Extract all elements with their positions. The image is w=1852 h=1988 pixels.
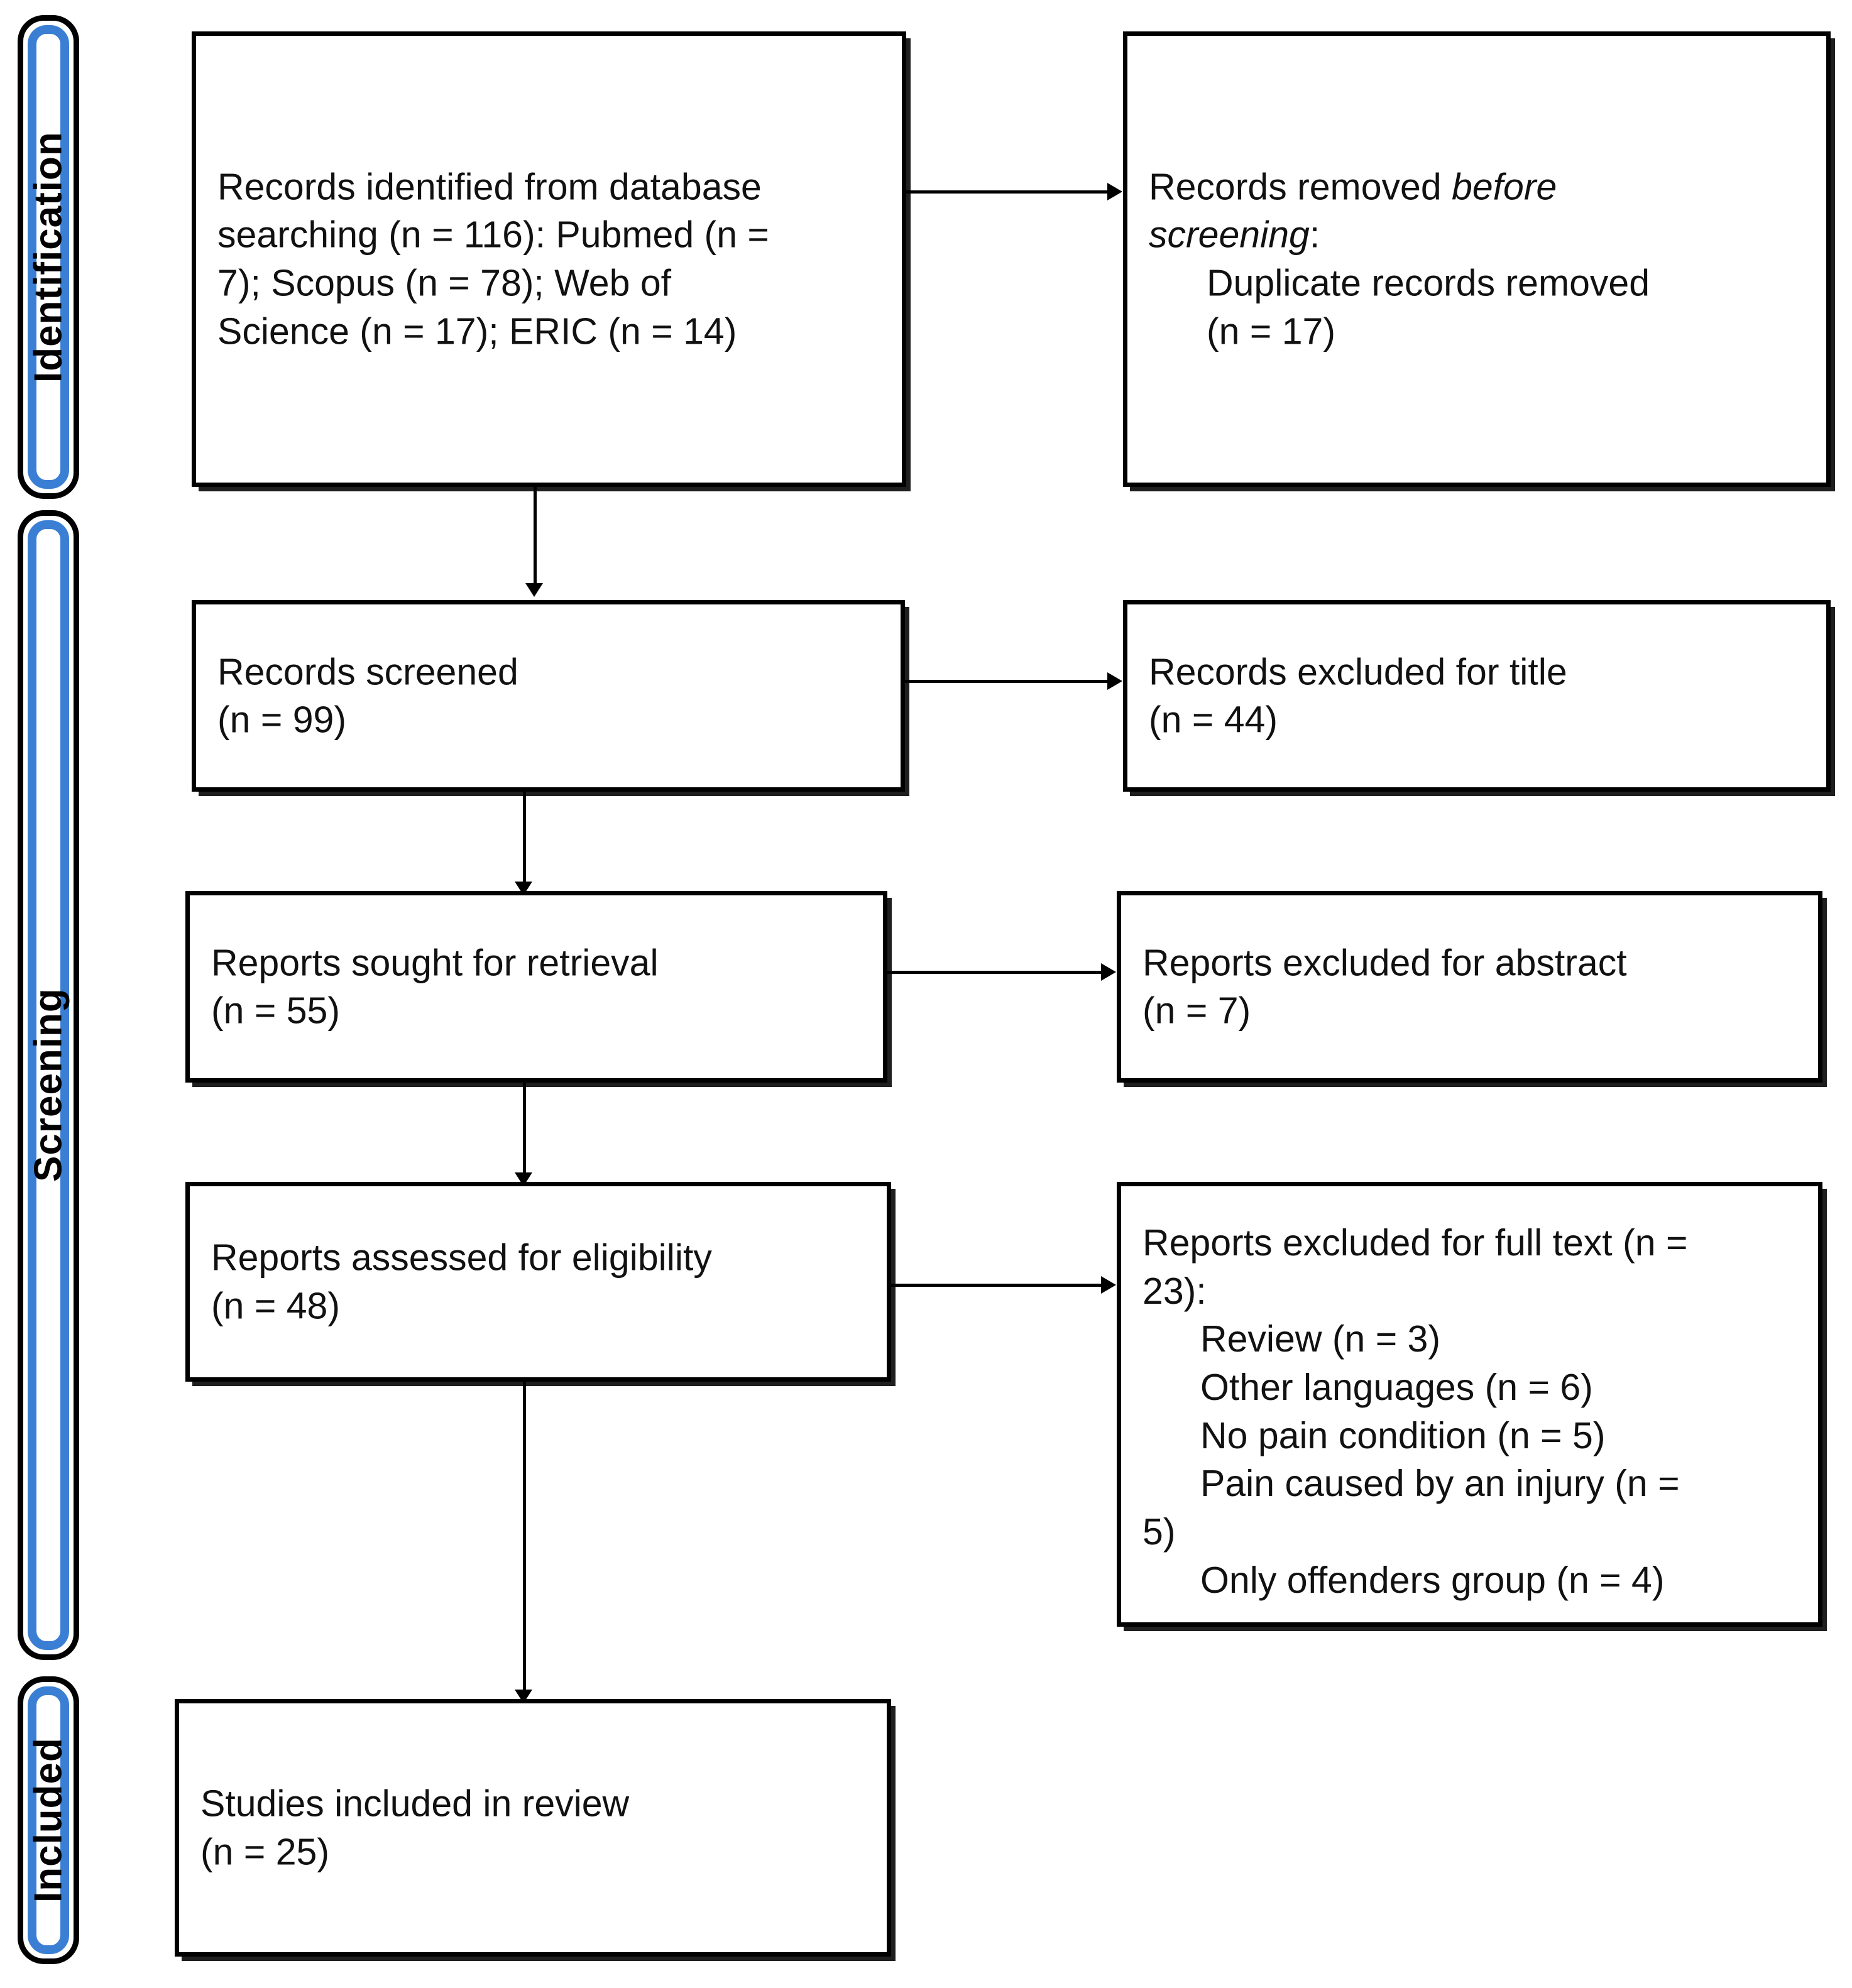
- arrowhead-screened-to-excluded-title: [1107, 672, 1122, 690]
- emphasis-before: before: [1452, 166, 1557, 208]
- phase-tab-identification-inner: [28, 25, 69, 489]
- exclusion-reason-pain-by-injury: Pain caused by an injury (n =: [1200, 1463, 1680, 1505]
- box-records-removed-text: Records removed before screening: Duplic…: [1149, 166, 1650, 352]
- connector-assessed-to-included: [523, 1382, 526, 1693]
- box-reports-sought-text: Reports sought for retrieval (n = 55): [211, 941, 659, 1032]
- connector-assessed-to-excluded-fulltext: [891, 1284, 1102, 1287]
- box-reports-excluded-abstract-text: Reports excluded for abstract (n = 7): [1142, 941, 1627, 1032]
- box-reports-assessed-eligibility: Reports assessed for eligibility (n = 48…: [185, 1182, 891, 1382]
- phase-tab-identification: Identification: [18, 15, 79, 499]
- box-reports-excluded-fulltext-text: Reports excluded for full text (n = 23):…: [1142, 1219, 1807, 1605]
- arrowhead-identified-to-removed: [1107, 183, 1122, 200]
- exclusion-reason-review: Review (n = 3): [1200, 1318, 1441, 1360]
- connector-sought-to-assessed: [523, 1083, 526, 1176]
- box-reports-excluded-fulltext: Reports excluded for full text (n = 23):…: [1117, 1182, 1822, 1627]
- exclusion-reason-other-languages: Other languages (n = 6): [1200, 1367, 1593, 1409]
- connector-identified-to-screened: [534, 487, 537, 586]
- exclusion-reason-no-pain-condition: No pain condition (n = 5): [1200, 1414, 1606, 1456]
- box-records-identified: Records identified from database searchi…: [192, 31, 906, 487]
- phase-tab-screening-inner: [28, 520, 69, 1650]
- exclusion-reason-pain-by-injury-cont: 5): [1142, 1511, 1176, 1553]
- phase-tab-included-inner: [28, 1686, 69, 1954]
- phase-tab-screening: Screening: [18, 510, 79, 1660]
- box-records-removed-before-screening: Records removed before screening: Duplic…: [1123, 31, 1831, 487]
- box-studies-included-review: Studies included in review (n = 25): [175, 1699, 891, 1957]
- box-reports-assessed-text: Reports assessed for eligibility (n = 48…: [211, 1237, 712, 1326]
- connector-identified-to-removed: [906, 190, 1109, 194]
- box-reports-sought-retrieval: Reports sought for retrieval (n = 55): [185, 891, 887, 1083]
- exclusion-reason-only-offenders: Only offenders group (n = 4): [1200, 1559, 1665, 1601]
- phase-tab-screening-label: Screening: [26, 988, 70, 1182]
- arrowhead-assessed-to-excluded-fulltext: [1101, 1276, 1116, 1294]
- box-records-excluded-title: Records excluded for title (n = 44): [1123, 600, 1831, 792]
- phase-tab-included-label: Included: [26, 1737, 70, 1903]
- arrowhead-identified-to-screened: [525, 583, 543, 597]
- phase-tab-identification-label: Identification: [26, 131, 70, 383]
- arrowhead-sought-to-excluded-abstract: [1101, 963, 1116, 981]
- connector-screened-to-sought: [523, 792, 526, 885]
- emphasis-screening: screening: [1149, 214, 1310, 256]
- connector-screened-to-excluded-title: [905, 680, 1109, 683]
- box-studies-included-text: Studies included in review (n = 25): [200, 1783, 630, 1872]
- box-records-screened-text: Records screened (n = 99): [217, 650, 518, 741]
- box-records-screened: Records screened (n = 99): [192, 600, 905, 792]
- connector-sought-to-excluded-abstract: [887, 971, 1102, 974]
- box-records-excluded-title-text: Records excluded for title (n = 44): [1149, 650, 1567, 741]
- phase-tab-included: Included: [18, 1676, 79, 1964]
- box-records-identified-text: Records identified from database searchi…: [217, 166, 769, 352]
- box-reports-excluded-abstract: Reports excluded for abstract (n = 7): [1117, 891, 1822, 1083]
